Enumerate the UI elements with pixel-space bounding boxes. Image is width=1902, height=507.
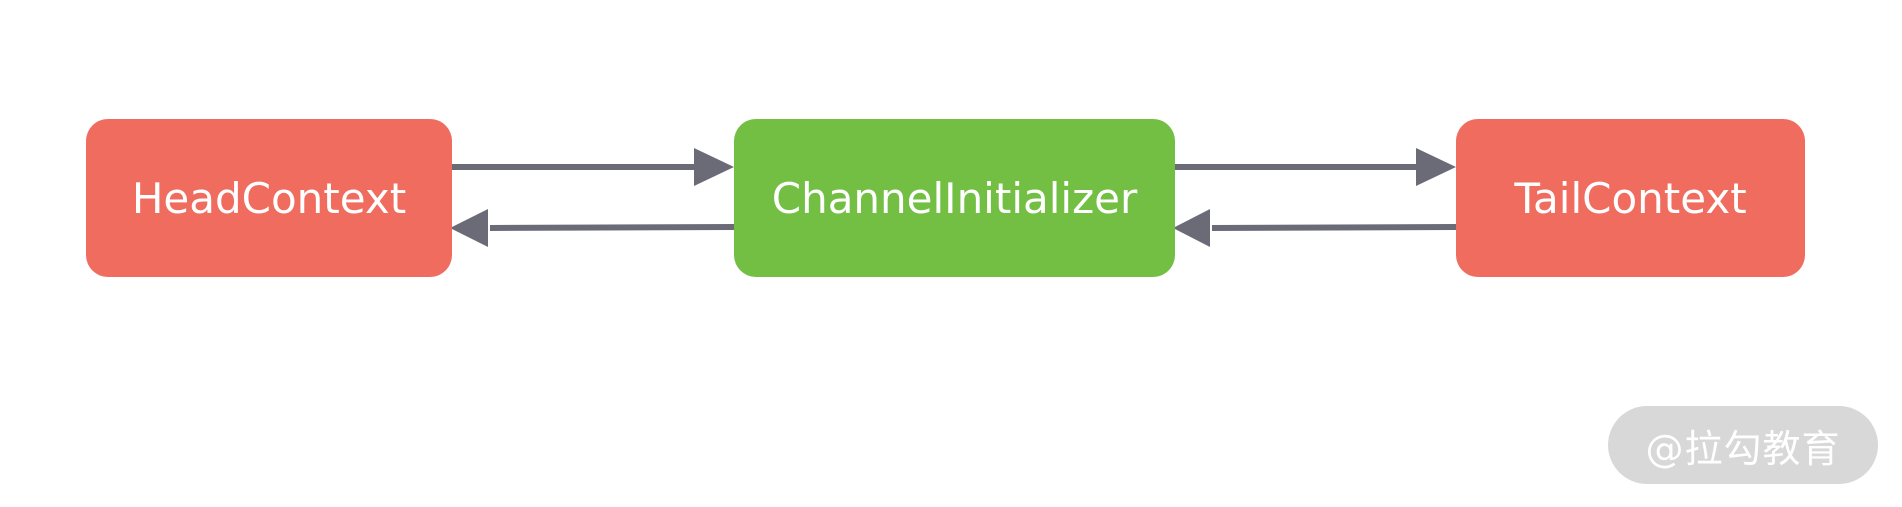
- watermark-badge: @拉勾教育: [1608, 406, 1878, 484]
- arrow-tail-to-initializer: [1173, 209, 1457, 247]
- node-tail-context-label: TailContext: [1514, 173, 1747, 223]
- node-channel-initializer: ChannelInitializer: [734, 119, 1175, 277]
- watermark-text: @拉勾教育: [1645, 426, 1841, 471]
- node-head-context-label: HeadContext: [131, 173, 407, 223]
- arrow-initializer-to-tail: [1175, 148, 1456, 186]
- node-head-context: HeadContext: [86, 119, 452, 277]
- arrow-head-to-initializer: [452, 148, 734, 186]
- arrow-initializer-to-head: [450, 209, 735, 247]
- node-tail-context: TailContext: [1456, 119, 1805, 277]
- node-channel-initializer-label: ChannelInitializer: [771, 173, 1138, 223]
